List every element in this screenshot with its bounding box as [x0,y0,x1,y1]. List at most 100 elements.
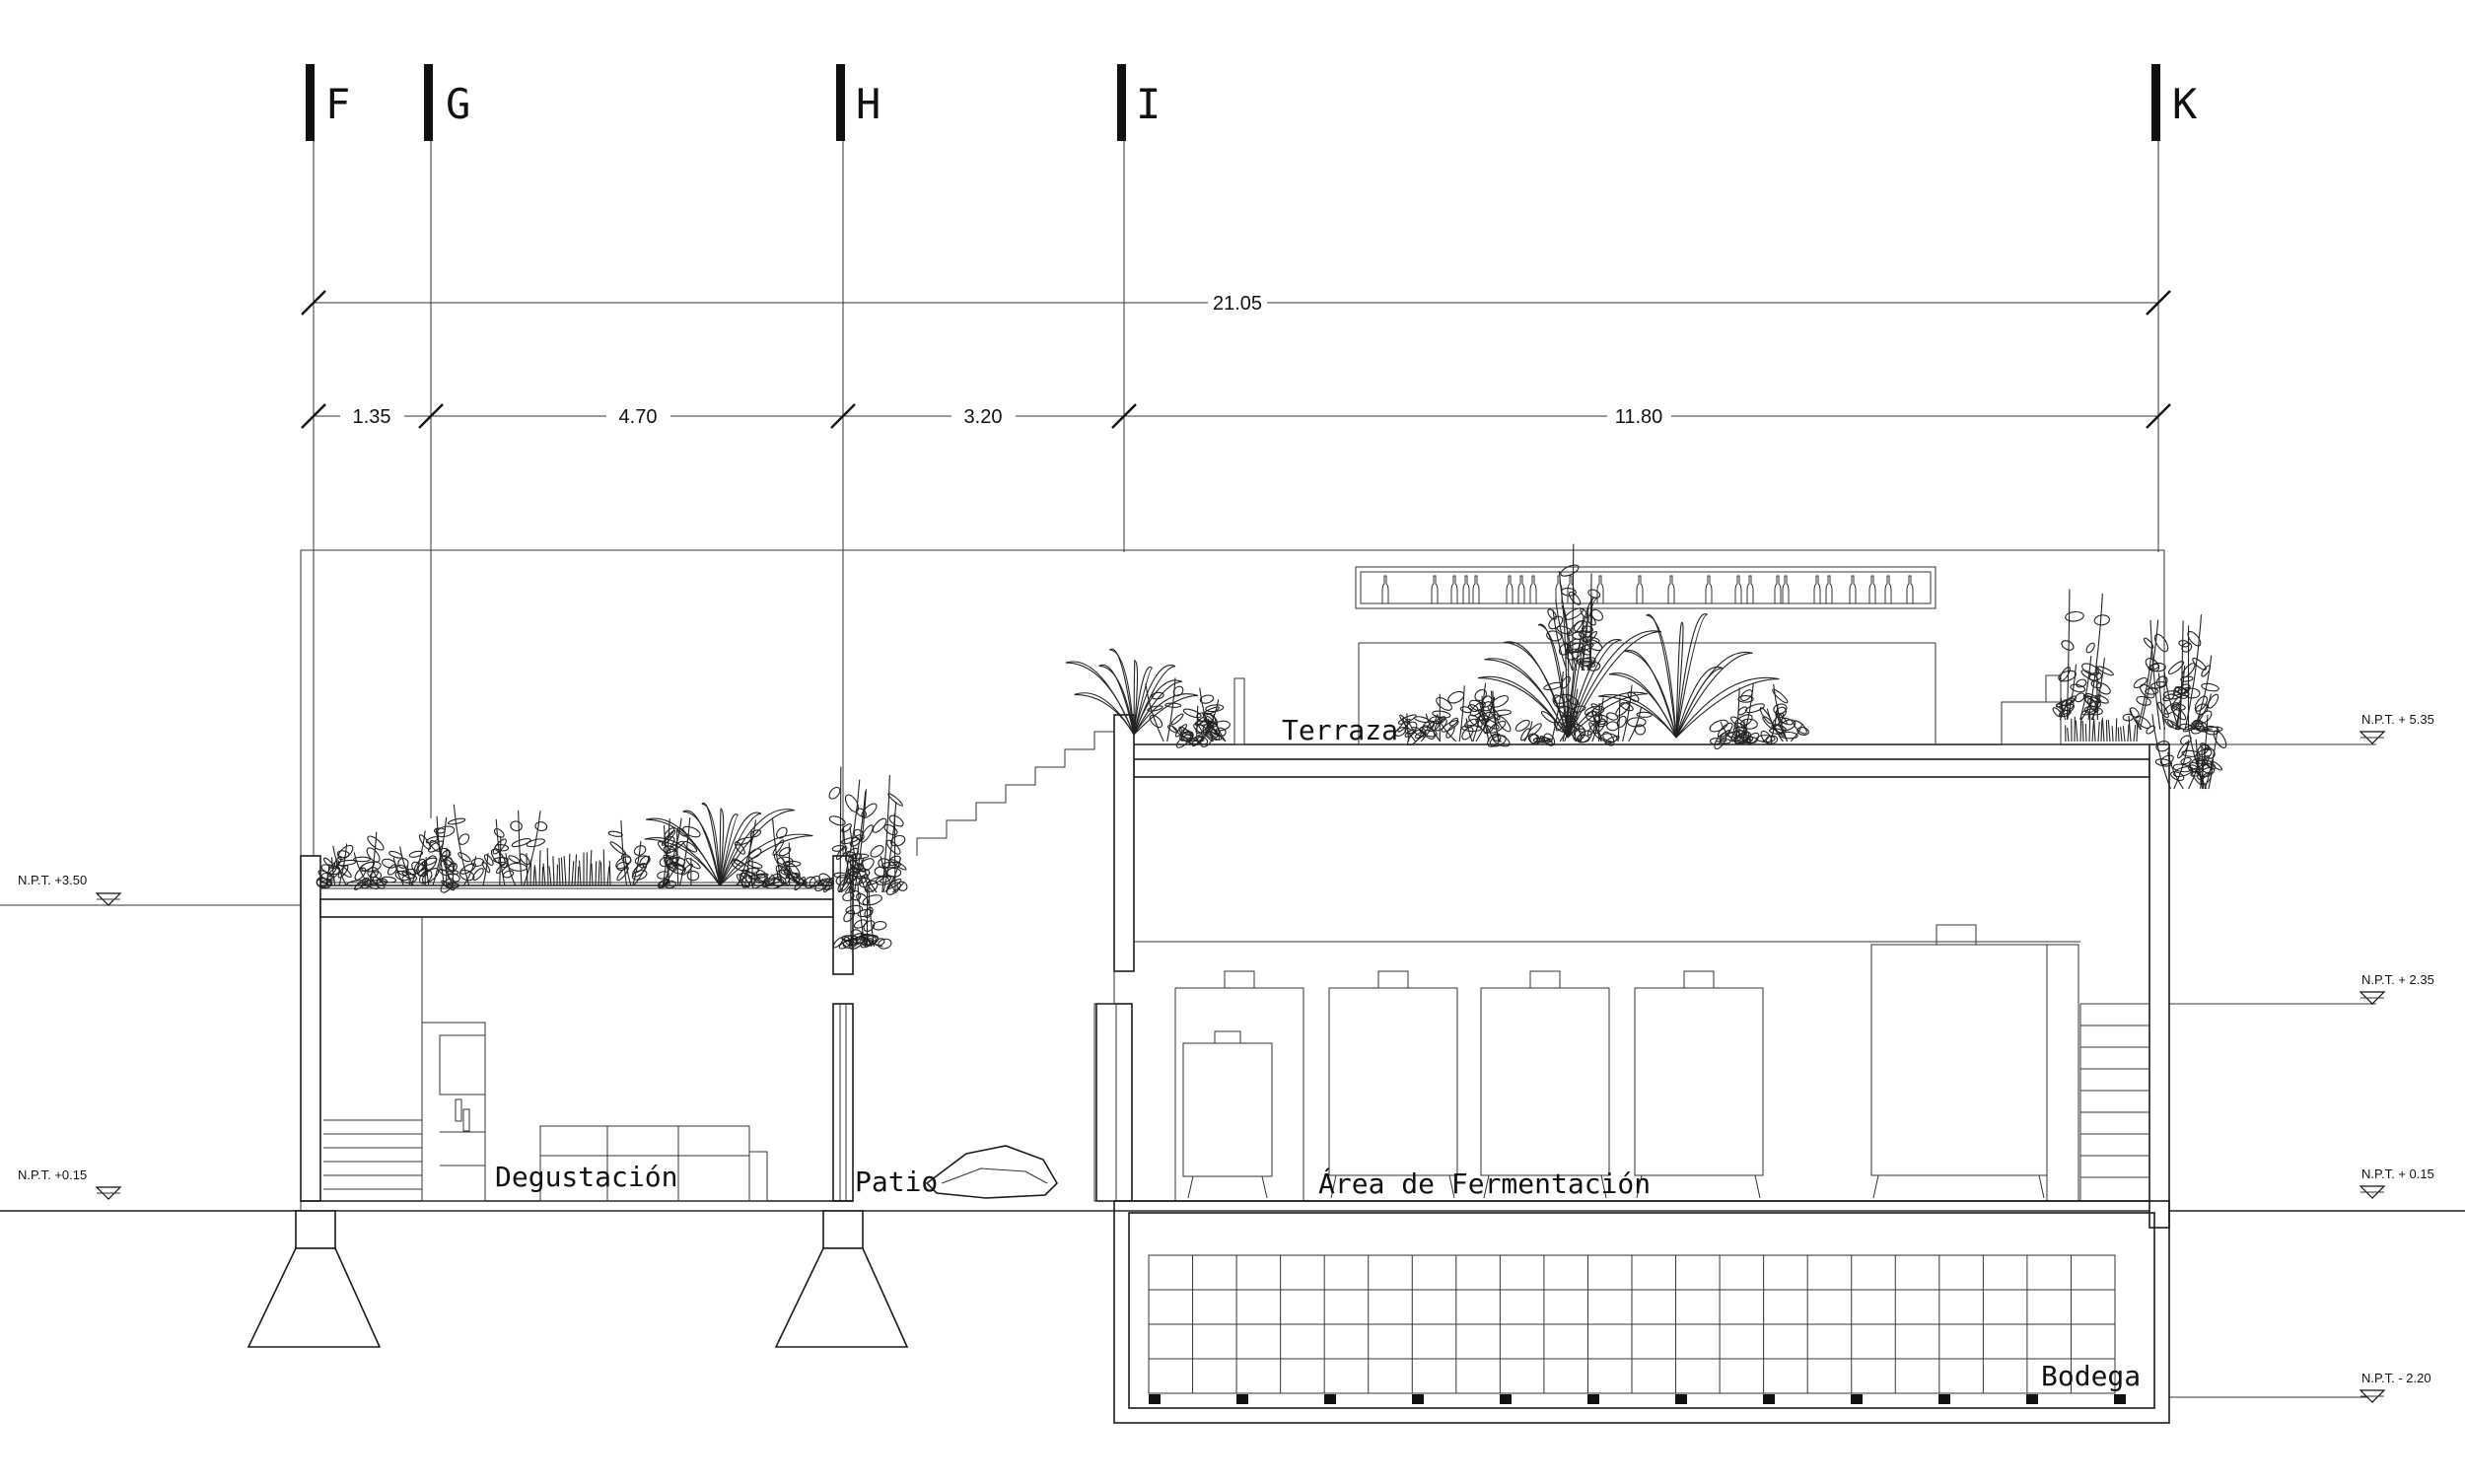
palm-plant [1598,612,1780,739]
bottle-icon [1472,575,1480,604]
right-volume [1093,566,2170,1229]
shrub [411,804,548,893]
barrel-support [1149,1394,1161,1404]
barrel-support [2026,1394,2038,1404]
dimension-segment-3: 3.20 [964,406,1003,428]
room-label-terraza: Terraza [1282,714,1398,746]
axis-label-k: K [2172,80,2198,128]
barrel-rack-grid [1148,1254,2126,1404]
level-marker-left-350: N.P.T. +3.50 [18,873,122,906]
bottle-icon [1782,575,1790,604]
barrel-support [1324,1394,1336,1404]
barrel-support [1675,1394,1687,1404]
shrub [828,766,908,895]
fermentation-tanks [1093,924,2079,1202]
left-volume [246,855,909,1348]
level-label-right-m220: N.P.T. - 2.20 [2361,1371,2431,1385]
bottle-icon [1813,575,1821,604]
shrub [1514,667,1653,746]
dimension-segments: 1.35 4.70 3.20 11.80 [301,403,2171,429]
dimension-segment-2: 4.70 [619,406,658,428]
axis-label-h: H [856,80,880,128]
axis-G: G [424,64,470,818]
axis-label-g: G [446,80,470,128]
bottle-icon [1636,575,1644,604]
palm-plant [644,802,813,886]
axis-label-i: I [1136,80,1161,128]
level-label-left-015: N.P.T. +0.15 [18,1167,87,1182]
axis-label-f: F [325,80,350,128]
display-shelf [421,1022,486,1202]
bodega-basement [1113,1200,2170,1424]
palm-plant [1477,597,1661,739]
axis-I: I [1117,64,1161,552]
vegetation [316,543,2227,950]
axis-K: K [2151,64,2198,552]
shrub [2122,614,2223,735]
barrel-support [1938,1394,1950,1404]
room-labels: Terraza Degustación Patio Área de Fermen… [495,714,2141,1392]
level-marker-right-m220: N.P.T. - 2.20 [2359,1371,2431,1403]
left-footings [246,1210,909,1348]
level-marker-left-015: N.P.T. +0.15 [18,1167,122,1200]
barrel-support [2114,1394,2126,1404]
shrub [1546,543,1604,671]
bottle-rack [1381,575,1914,604]
room-label-patio: Patio [855,1166,938,1198]
terrace-bar [1233,566,2062,745]
bottle-icon [1529,575,1537,604]
palm-plant [1065,648,1199,736]
lounge-sofa [539,1125,768,1202]
right-stairs [2079,1003,2149,1201]
level-marker-right-235: N.P.T. + 2.35 [2359,972,2434,1005]
dimension-segment-4: 11.80 [1615,406,1663,428]
bottle-icon [1734,575,1742,604]
bottle-icon [1774,575,1782,604]
bottle-icon [1849,575,1857,604]
level-markers: N.P.T. +3.50 N.P.T. +0.15 N.P.T. + 5.35 … [18,712,2434,1403]
axis-grid: F G H I K [306,64,2198,858]
room-label-degustacion: Degustación [495,1161,677,1193]
dimension-total-label: 21.05 [1213,293,1262,315]
bottle-icon [1825,575,1833,604]
level-marker-right-535: N.P.T. + 5.35 [2359,712,2434,744]
bottle-icon [1596,575,1604,604]
barrel-support [1236,1394,1248,1404]
bottle-icon [1506,575,1514,604]
shrub [316,830,431,890]
room-label-bodega: Bodega [2041,1360,2141,1392]
bottle-icon [1517,575,1525,604]
level-marker-right-015: N.P.T. + 0.15 [2359,1166,2434,1199]
shrub [1709,682,1809,750]
bottle-icon [1705,575,1713,604]
grass-strip [526,848,611,886]
bottle-icon [1462,575,1470,604]
level-label-right-015: N.P.T. + 0.15 [2361,1166,2434,1181]
shrub [832,859,892,950]
patio-rock [925,1145,1059,1199]
shrub [1145,677,1231,748]
axis-F: F [306,64,350,858]
left-stairs [323,1119,422,1190]
level-label-left-350: N.P.T. +3.50 [18,873,87,887]
shrub [1394,682,1513,747]
dimension-segment-1: 1.35 [353,406,391,428]
barrel-support [1851,1394,1863,1404]
bottle-icon [1381,575,1389,604]
room-label-fermentacion: Área de Fermentación [1318,1166,1651,1200]
bottle-icon [1868,575,1876,604]
axis-H: H [836,64,880,858]
bottle-icon [1746,575,1754,604]
bottle-icon [1450,575,1458,604]
barrel-support [1500,1394,1512,1404]
level-label-right-235: N.P.T. + 2.35 [2361,972,2434,987]
bottle-icon [1884,575,1892,604]
shrub [2052,589,2114,721]
exterior-stair [916,731,1114,856]
shrub [2146,714,2227,790]
barrel-support [1412,1394,1424,1404]
bottle-icon [1906,575,1914,604]
shrub [731,818,835,893]
grass-strip [2065,714,2139,742]
